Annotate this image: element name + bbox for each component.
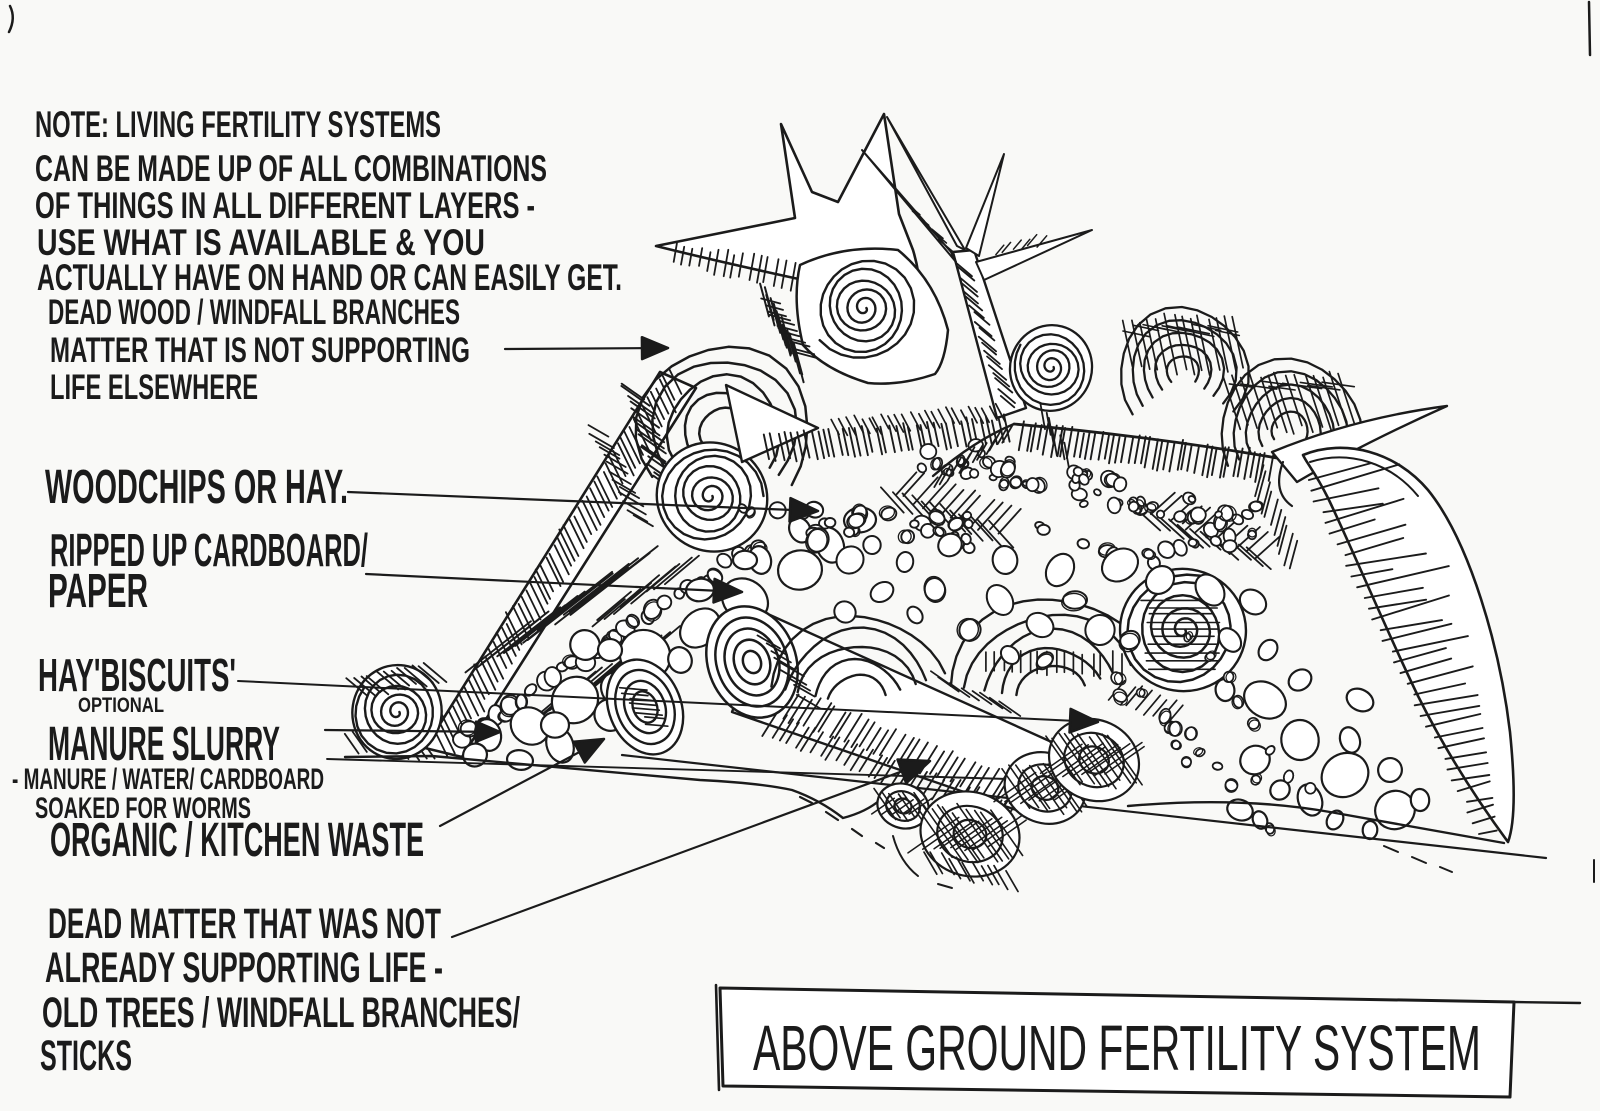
svg-text:MATTER THAT IS NOT SUPPORTING: MATTER THAT IS NOT SUPPORTING [50,331,470,370]
svg-text:ABOVE GROUND FERTILITY SYSTEM: ABOVE GROUND FERTILITY SYSTEM [753,1012,1481,1084]
svg-text:OPTIONAL: OPTIONAL [78,694,164,717]
svg-text:OLD TREES / WINDFALL BRANCHES/: OLD TREES / WINDFALL BRANCHES/ [42,989,520,1037]
svg-text:OF THINGS IN ALL DIFFERENT LAY: OF THINGS IN ALL DIFFERENT LAYERS - [35,185,535,226]
svg-text:PAPER: PAPER [48,565,148,618]
svg-text:ALREADY SUPPORTING LIFE -: ALREADY SUPPORTING LIFE - [45,944,443,992]
svg-text:STICKS: STICKS [40,1032,132,1080]
svg-text:WOODCHIPS OR HAY.: WOODCHIPS OR HAY. [45,461,348,514]
svg-text:NOTE: LIVING FERTILITY SYSTEMS: NOTE: LIVING FERTILITY SYSTEMS [35,104,441,145]
svg-text:RIPPED UP CARDBOARD/: RIPPED UP CARDBOARD/ [50,524,368,576]
svg-text:- MANURE / WATER/ CARDBOARD: - MANURE / WATER/ CARDBOARD [12,763,324,796]
svg-text:SOAKED FOR WORMS: SOAKED FOR WORMS [35,792,251,825]
svg-text:MANURE SLURRY: MANURE SLURRY [48,718,280,771]
svg-text:CAN BE MADE UP OF ALL COMBINAT: CAN BE MADE UP OF ALL COMBINATIONS [35,148,547,189]
svg-text:DEAD MATTER THAT WAS NOT: DEAD MATTER THAT WAS NOT [48,900,441,948]
svg-text:HAY'BISCUITS': HAY'BISCUITS' [38,649,236,701]
svg-text:ORGANIC / KITCHEN WASTE: ORGANIC / KITCHEN WASTE [50,814,424,867]
svg-text:ACTUALLY HAVE ON HAND OR CAN E: ACTUALLY HAVE ON HAND OR CAN EASILY GET. [37,257,622,298]
svg-text:USE WHAT IS AVAILABLE & YOU: USE WHAT IS AVAILABLE & YOU [37,222,485,263]
svg-text:LIFE ELSEWHERE: LIFE ELSEWHERE [50,368,258,407]
svg-text:DEAD WOOD / WINDFALL BRANCHES: DEAD WOOD / WINDFALL BRANCHES [48,293,460,332]
